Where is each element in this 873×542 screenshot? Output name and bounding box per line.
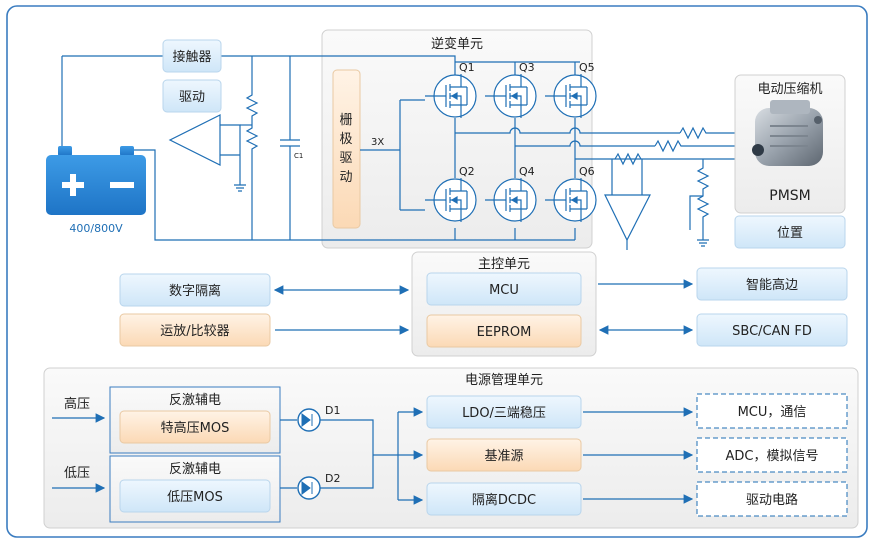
out-adc-box	[696, 437, 848, 473]
hv-mos-label: 特高压MOS	[161, 420, 230, 436]
digital-isolation-label: 数字隔离	[169, 283, 221, 299]
contactor-drive-label: 驱动	[179, 90, 205, 105]
position-label: 位置	[777, 226, 803, 241]
mosfet-q5-icon: Q5	[545, 61, 597, 118]
main-control-title: 主控单元	[478, 257, 530, 272]
opamp-box	[119, 313, 271, 347]
sbc-label: SBC/CAN FD	[732, 324, 812, 339]
battery-voltage: 400/800V	[69, 222, 123, 235]
gate-driver-char-3: 驱	[339, 151, 352, 166]
mosfet-label: Q1	[459, 61, 475, 74]
motor-title: 电动压缩机	[757, 81, 822, 97]
mosfet-label: Q2	[459, 165, 475, 178]
gate-driver-count: 3X	[371, 137, 384, 148]
compressor-icon	[752, 100, 823, 166]
hv-flyback-label: 反激辅电	[169, 393, 221, 408]
eeprom-label: EEPROM	[477, 325, 532, 340]
opamp-label: 运放/比较器	[160, 324, 229, 339]
mosfet-q2-icon: Q2	[425, 165, 477, 222]
lv-mos-box	[119, 479, 271, 513]
mosfet-q4-icon: Q4	[485, 165, 537, 222]
contactor-drive-box	[162, 79, 222, 113]
gate-driver-char-2: 极	[339, 132, 352, 147]
hv-mos-box	[119, 410, 271, 444]
battery-icon	[46, 155, 146, 215]
isolated-dcdc-box	[426, 482, 582, 516]
outer-frame	[6, 5, 868, 538]
smart-high-side-box	[696, 267, 848, 301]
lv-input-label: 低压	[64, 466, 90, 481]
lv-flyback-label: 反激辅电	[169, 462, 221, 477]
reference-box	[426, 438, 582, 472]
mosfet-label: Q5	[579, 61, 595, 74]
mosfet-label: Q4	[519, 165, 535, 178]
digital-isolation-box	[119, 273, 271, 307]
mcu-label: MCU	[489, 283, 519, 298]
out-mcu-box	[696, 393, 848, 429]
ldo-box	[426, 395, 582, 429]
diode-d2-label: D2	[325, 472, 340, 485]
mosfet-q1-icon: Q1	[425, 61, 477, 118]
smart-high-side-label: 智能高边	[746, 277, 798, 293]
diode-d1-label: D1	[325, 404, 340, 417]
out-drive-box	[696, 481, 848, 517]
sbc-box	[696, 313, 848, 347]
mosfet-label: Q3	[519, 61, 535, 74]
capacitor-label: C1	[294, 152, 303, 160]
out-adc-label: ADC，模拟信号	[726, 449, 819, 464]
inverter-title: 逆变单元	[431, 36, 483, 52]
motor-type: PMSM	[769, 188, 811, 204]
mosfet-label: Q6	[579, 165, 595, 178]
eeprom-box	[426, 314, 582, 348]
gate-driver-box	[332, 69, 361, 229]
out-drive-label: 驱动电路	[746, 492, 798, 508]
gate-driver-char-1: 栅	[339, 113, 352, 128]
ldo-label: LDO/三端稳压	[462, 405, 546, 421]
power-title: 电源管理单元	[465, 373, 543, 388]
out-mcu-label: MCU，通信	[738, 405, 807, 420]
mosfet-q6-icon: Q6	[545, 165, 597, 222]
reference-label: 基准源	[484, 449, 523, 464]
hv-input-label: 高压	[64, 396, 90, 412]
contactor-box	[162, 39, 222, 73]
mcu-box	[426, 272, 582, 306]
position-box	[734, 215, 846, 249]
lv-mos-label: 低压MOS	[167, 490, 223, 505]
isolated-dcdc-label: 隔离DCDC	[472, 492, 536, 508]
contactor-label: 接触器	[172, 49, 211, 65]
gate-driver-char-4: 动	[339, 170, 352, 185]
